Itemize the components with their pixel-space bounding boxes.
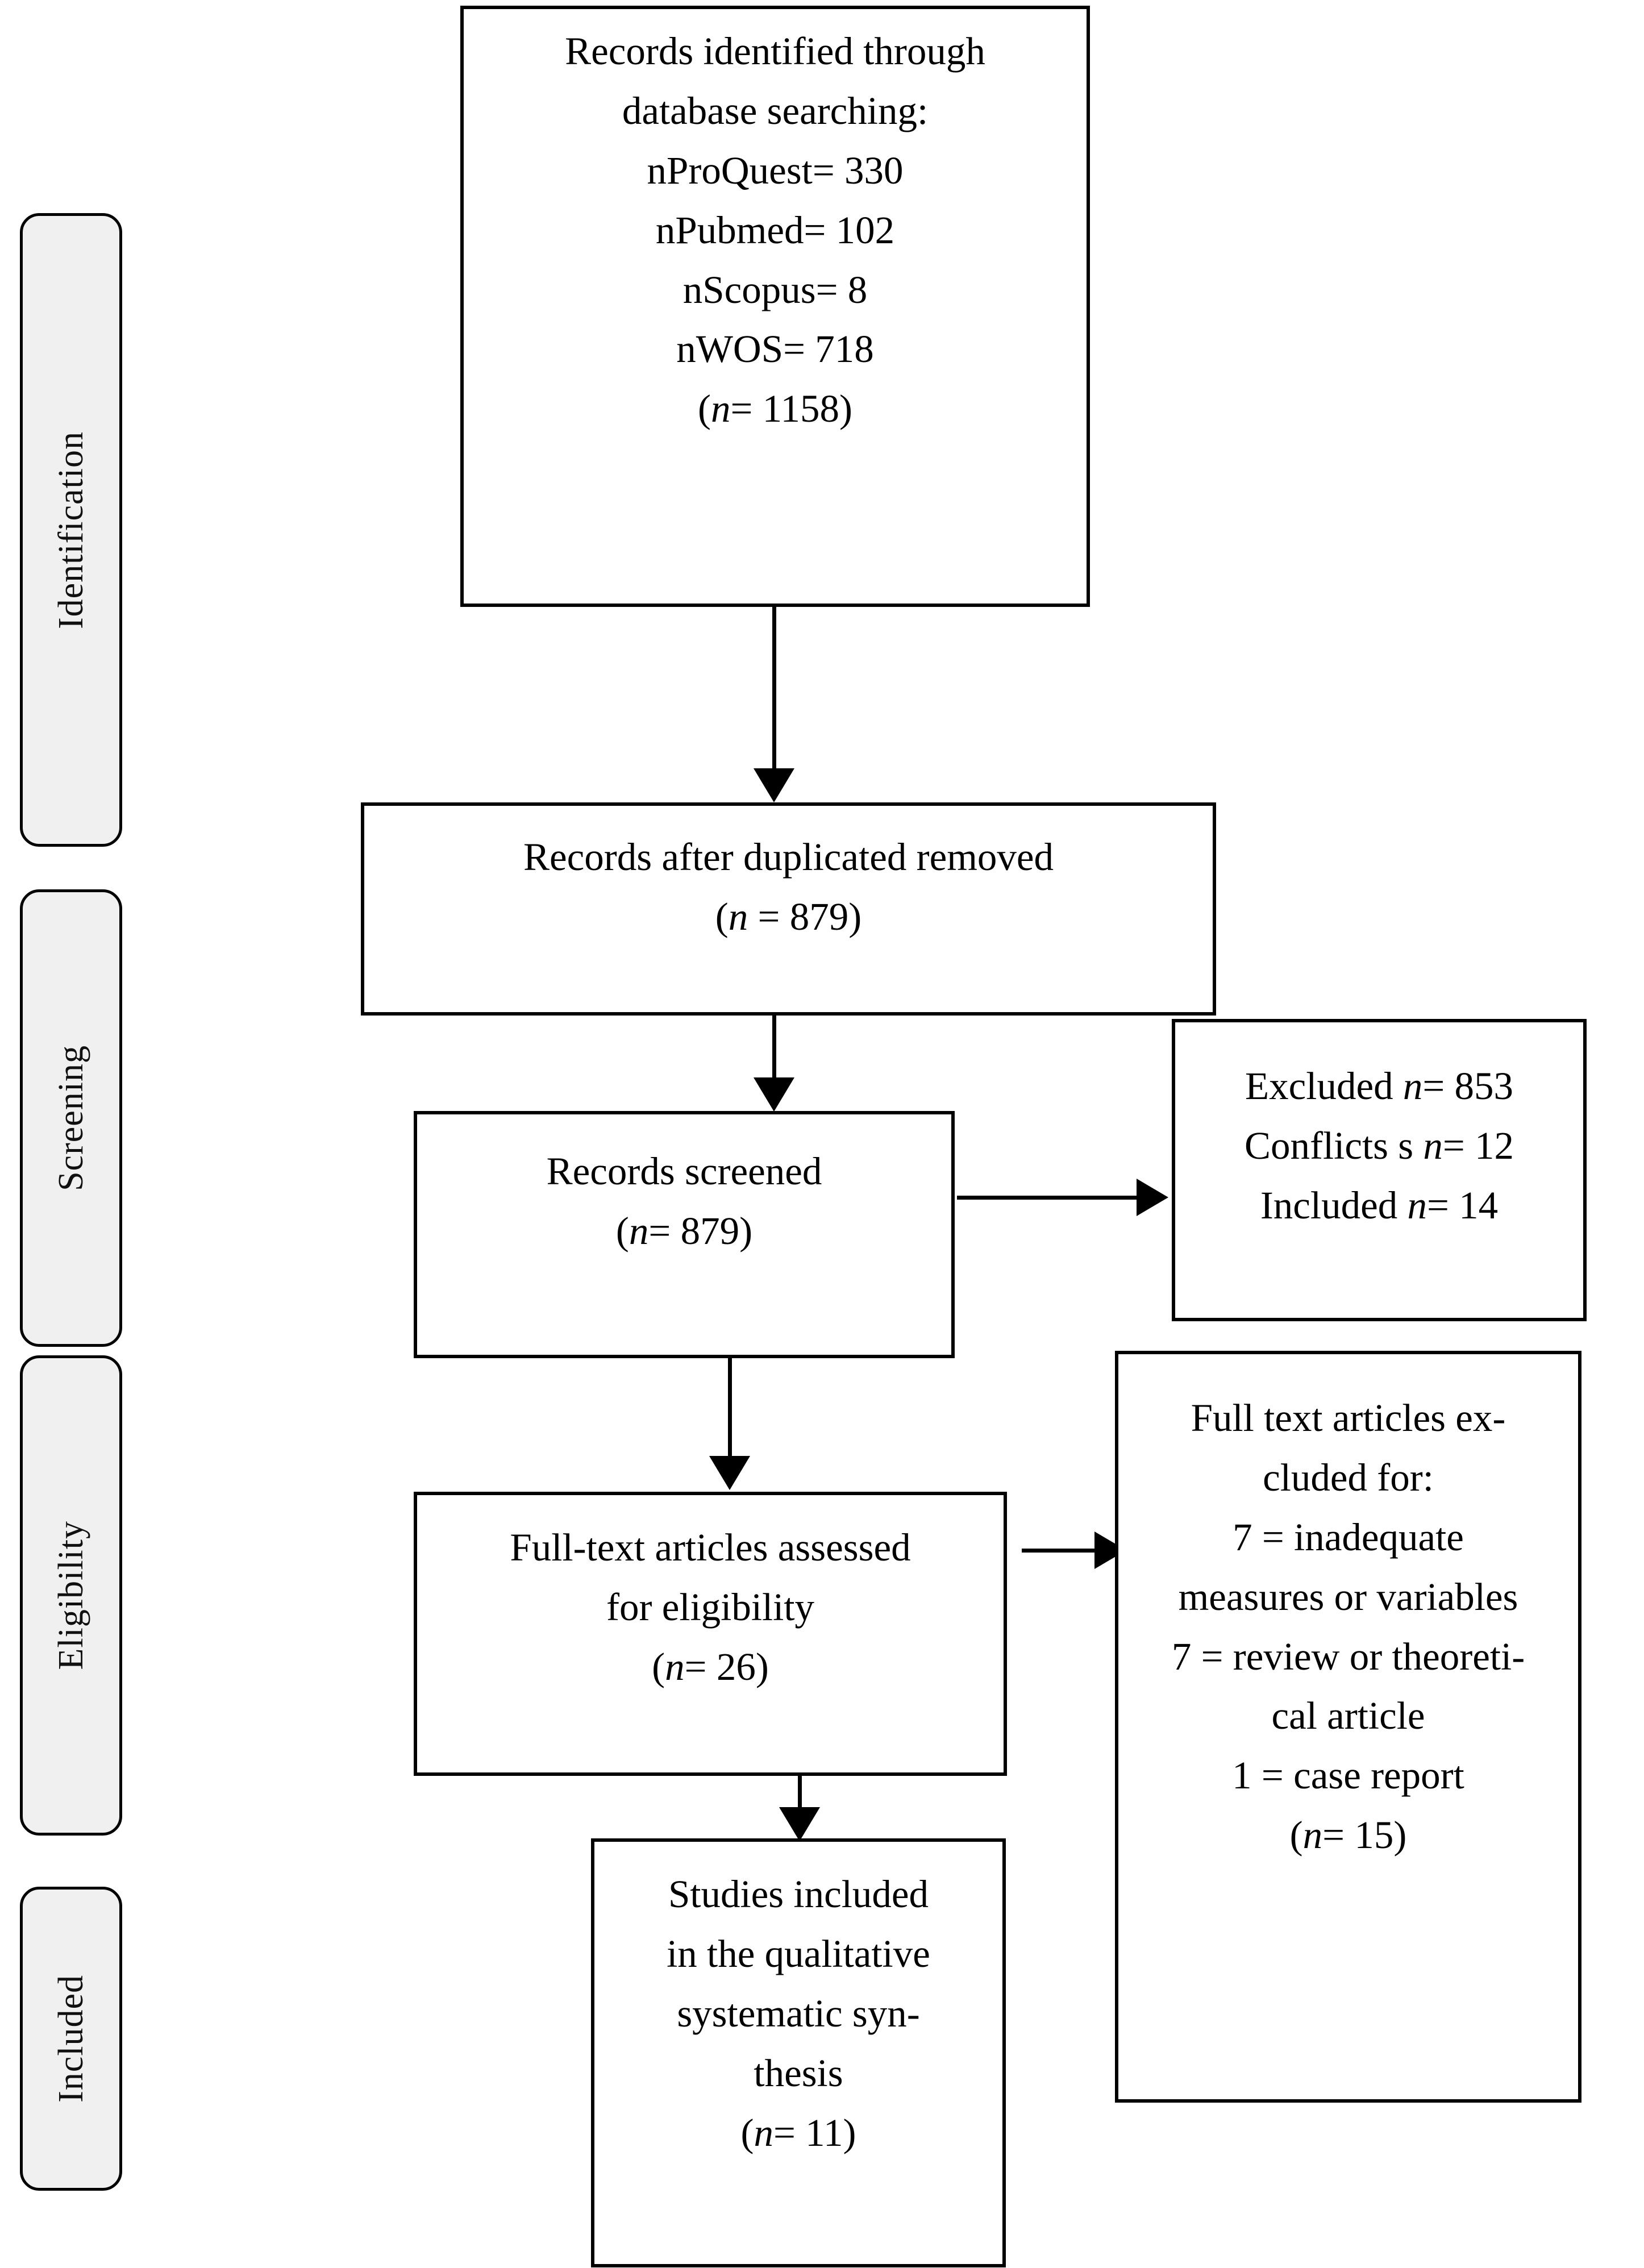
- arrowhead-screened-to-fulltext: [709, 1456, 750, 1490]
- fulltext-excluded-total: (n= 15): [1118, 1805, 1578, 1865]
- connector-fulltext-to-included: [798, 1776, 802, 1811]
- paren-open: (: [1289, 1813, 1303, 1857]
- studies-included-line-2: in the qualitative: [667, 1932, 930, 1975]
- phase-eligibility-label: Eligibility: [52, 1521, 90, 1670]
- n-symbol: n: [710, 387, 731, 431]
- studies-included-line-3: systematic syn-: [677, 1991, 920, 2035]
- after-duplicates-line-1: Records after duplicated removed: [523, 835, 1054, 879]
- box-records-identified: Records identified through database sear…: [460, 6, 1090, 607]
- n-symbol: n: [665, 1645, 685, 1688]
- arrowhead-fulltext-to-included: [779, 1807, 820, 1841]
- studies-included-total: (n= 11): [594, 2103, 1002, 2163]
- n-value: = 26): [684, 1645, 769, 1688]
- paren-open: (: [697, 387, 711, 431]
- n-symbol: n: [1402, 1064, 1423, 1108]
- paren-open: (: [715, 894, 729, 938]
- connector-identified-to-duplicates: [772, 607, 776, 772]
- studies-included-line-1: Studies included: [668, 1872, 929, 1916]
- fulltext-excluded-line-1: Full text articles ex-: [1191, 1396, 1506, 1439]
- n-value: = 1158): [730, 387, 853, 431]
- screening-excluded-row-3-value: = 14: [1426, 1183, 1499, 1227]
- paren-open: (: [615, 1209, 629, 1252]
- screening-excluded-row-3: Included n= 14: [1175, 1176, 1583, 1235]
- box-records-screened: Records screened (n= 879): [414, 1111, 955, 1358]
- screening-excluded-row-1-label: Excluded: [1245, 1064, 1403, 1108]
- n-symbol: n: [1423, 1123, 1443, 1167]
- n-value: = 879): [748, 894, 862, 938]
- screening-excluded-row-2-value: = 12: [1442, 1123, 1514, 1167]
- screening-excluded-row-1: Excluded n= 853: [1175, 1056, 1583, 1116]
- screening-excluded-row-2: Conflicts s n= 12: [1175, 1116, 1583, 1176]
- n-value: = 879): [648, 1209, 753, 1252]
- fulltext-assessed-line-2: for eligibility: [606, 1585, 815, 1629]
- records-identified-proquest: nProQuest= 330: [647, 148, 904, 192]
- fulltext-assessed-total: (n= 26): [417, 1637, 1004, 1697]
- screening-excluded-row-3-label: Included: [1260, 1183, 1408, 1227]
- box-studies-included: Studies included in the qualitative syst…: [591, 1838, 1006, 2267]
- fulltext-excluded-line-2: cluded for:: [1263, 1455, 1434, 1499]
- screening-excluded-row-2-label: Conflicts s: [1244, 1123, 1424, 1167]
- fulltext-excluded-reason-3: 1 = case report: [1232, 1754, 1464, 1797]
- phase-eligibility: Eligibility: [20, 1355, 122, 1836]
- connector-screened-to-excluded: [957, 1196, 1139, 1200]
- fulltext-assessed-line-1: Full-text articles assessed: [510, 1526, 911, 1569]
- n-symbol: n: [728, 894, 748, 938]
- fulltext-excluded-reason-2a: 7 = review or theoreti-: [1171, 1634, 1525, 1678]
- phase-included: Included: [20, 1887, 122, 2191]
- records-identified-total: (n= 1158): [464, 379, 1087, 439]
- connector-duplicates-to-screened: [772, 1016, 776, 1083]
- arrowhead-identified-to-duplicates: [754, 768, 794, 802]
- studies-included-line-4: thesis: [754, 2051, 843, 2095]
- records-identified-line-1: Records identified through: [565, 30, 985, 73]
- connector-screened-to-fulltext: [728, 1358, 732, 1460]
- fulltext-excluded-reason-2b: cal article: [1271, 1694, 1425, 1738]
- n-symbol: n: [1407, 1183, 1427, 1227]
- records-screened-total: (n= 879): [417, 1201, 951, 1261]
- phase-screening-label: Screening: [52, 1045, 90, 1191]
- phase-identification-label: Identification: [52, 431, 90, 629]
- after-duplicates-total: (n = 879): [364, 887, 1213, 947]
- records-identified-wos: nWOS= 718: [676, 327, 874, 371]
- screening-excluded-row-1-value: = 853: [1422, 1064, 1513, 1108]
- phase-screening: Screening: [20, 889, 122, 1347]
- n-symbol: n: [754, 2111, 773, 2154]
- arrowhead-duplicates-to-screened: [754, 1077, 794, 1112]
- box-fulltext-excluded: Full text articles ex- cluded for: 7 = i…: [1115, 1351, 1581, 2103]
- phase-identification: Identification: [20, 213, 122, 847]
- box-screening-excluded: Excluded n= 853 Conflicts s n= 12 Includ…: [1172, 1019, 1587, 1321]
- records-identified-line-2: database searching:: [622, 89, 929, 132]
- arrowhead-screened-to-excluded: [1137, 1179, 1168, 1216]
- paren-open: (: [740, 2111, 754, 2154]
- n-symbol: n: [1302, 1813, 1323, 1857]
- paren-open: (: [652, 1645, 665, 1688]
- phase-included-label: Included: [52, 1975, 90, 2103]
- fulltext-excluded-reason-1b: measures or variables: [1178, 1575, 1518, 1618]
- box-fulltext-assessed: Full-text articles assessed for eligibil…: [414, 1492, 1007, 1776]
- n-value: = 11): [773, 2111, 856, 2154]
- connector-fulltext-to-excluded: [1022, 1549, 1097, 1553]
- n-symbol: n: [629, 1209, 649, 1252]
- n-value: = 15): [1322, 1813, 1407, 1857]
- records-identified-scopus: nScopus= 8: [682, 268, 868, 311]
- box-records-after-duplicates: Records after duplicated removed (n = 87…: [361, 802, 1216, 1016]
- records-screened-line-1: Records screened: [546, 1150, 822, 1193]
- fulltext-excluded-reason-1a: 7 = inadequate: [1233, 1515, 1464, 1559]
- records-identified-pubmed: nPubmed= 102: [655, 208, 895, 252]
